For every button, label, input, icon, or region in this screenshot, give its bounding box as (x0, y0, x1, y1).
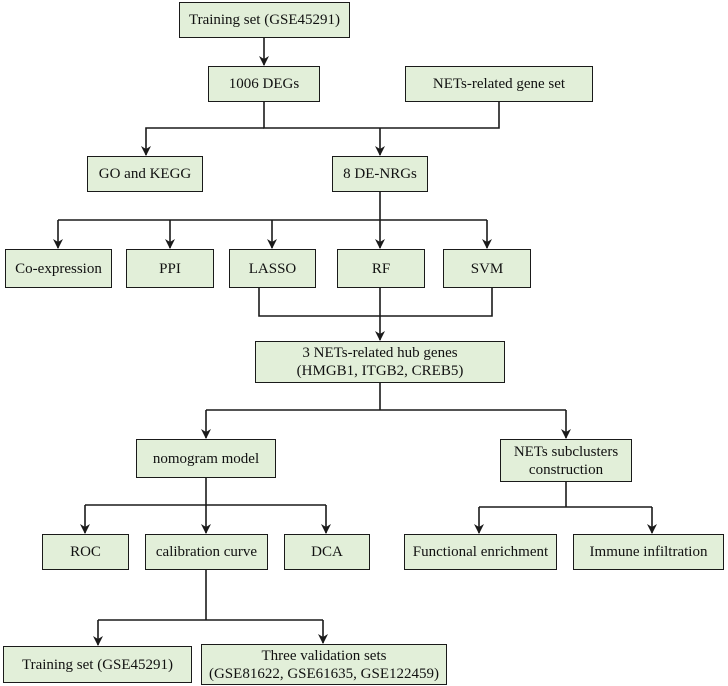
arrow-merge-to-go-kegg (141, 127, 264, 156)
node-label: SVM (470, 260, 504, 277)
node-svm: SVM (443, 249, 531, 288)
node-immune-infiltration: Immune infiltration (573, 534, 724, 570)
node-label: Training set (GSE45291) (21, 656, 174, 673)
node-label: NETs-related gene set (432, 76, 566, 92)
node-label-line2: (HMGB1, ITGB2, CREB5) (296, 363, 464, 379)
node-label: Co-expression (15, 260, 102, 277)
node-label: calibration curve (155, 544, 258, 560)
node-label: Functional enrichment (412, 544, 549, 560)
node-8-de-nrgs: 8 DE-NRGs (332, 156, 428, 192)
node-functional-enrichment: Functional enrichment (404, 534, 557, 570)
node-label: Immune infiltration (589, 544, 708, 560)
node-label: Training set (GSE45291) (188, 12, 341, 28)
node-nomogram-model: nomogram model (136, 439, 276, 478)
node-label: ROC (70, 544, 101, 560)
node-dca: DCA (284, 534, 370, 570)
node-nets-gene-set: NETs-related gene set (405, 66, 593, 102)
node-hub-genes: 3 NETs-related hub genes (HMGB1, ITGB2, … (255, 341, 505, 383)
node-label-line1: 3 NETs-related hub genes (302, 345, 458, 361)
node-label: 8 DE-NRGs (343, 166, 417, 182)
node-calibration-curve: calibration curve (145, 534, 268, 570)
node-ppi: PPI (126, 249, 214, 288)
node-label: 1006 DEGs (228, 76, 300, 92)
node-label-line1: NETs subclusters (513, 443, 619, 460)
node-label: RF (371, 260, 391, 277)
node-rf: RF (337, 249, 425, 288)
node-lasso: LASSO (229, 249, 316, 288)
node-label: DCA (311, 544, 343, 560)
connector-degs-merge (263, 102, 500, 129)
node-label: PPI (159, 260, 181, 277)
node-training-set-top: Training set (GSE45291) (179, 2, 350, 38)
node-training-set-bottom: Training set (GSE45291) (3, 646, 192, 683)
node-go-kegg: GO and KEGG (87, 156, 203, 192)
node-coexpression: Co-expression (5, 249, 112, 288)
node-roc: ROC (42, 534, 129, 570)
node-label-line2: (GSE81622, GSE61635, GSE122459) (208, 665, 439, 682)
node-validation-sets: Three validation sets (GSE81622, GSE6163… (201, 644, 447, 685)
node-label-line2: construction (528, 461, 604, 478)
node-nets-subclusters: NETs subclusters construction (500, 439, 632, 482)
node-label-line1: Three validation sets (261, 647, 387, 664)
connector-ml-merge (258, 288, 493, 317)
node-label: GO and KEGG (98, 166, 192, 182)
node-1006-degs: 1006 DEGs (208, 66, 320, 102)
node-label: LASSO (248, 260, 297, 277)
node-label: nomogram model (152, 450, 260, 467)
